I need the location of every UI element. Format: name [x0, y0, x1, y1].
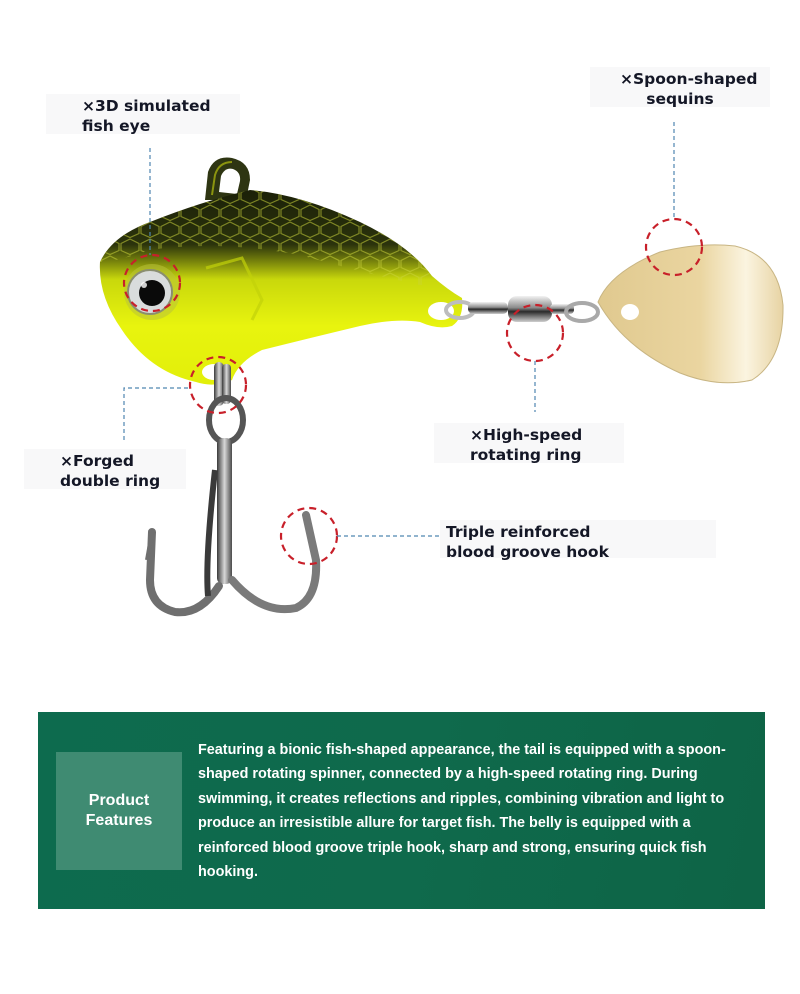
callout-spoon-sequins: ×Spoon-shaped sequins — [590, 67, 770, 108]
callout-hook-line1: Triple reinforced — [446, 523, 591, 541]
eye-highlight-circle — [122, 253, 182, 313]
callout-ring-line2: double ring — [60, 472, 161, 490]
spoon-blade — [597, 244, 784, 384]
callout-fish-eye-line2: fish eye — [82, 117, 151, 135]
callout-fish-eye: ×3D simulated fish eye — [46, 94, 240, 135]
callout-ring-line1: ×Forged — [60, 452, 134, 470]
ring-highlight-circle — [188, 355, 248, 415]
badge-line2: Features — [85, 812, 153, 829]
fish-eye — [124, 264, 180, 320]
leader-lines — [123, 122, 675, 537]
treble-hook — [145, 362, 321, 617]
callout-spoon-line1: ×Spoon-shaped — [620, 70, 758, 88]
product-features-description: Featuring a bionic fish-shaped appearanc… — [198, 742, 726, 881]
swivel-highlight-circle — [505, 303, 565, 363]
callout-hook-line2: blood groove hook — [446, 543, 609, 561]
callout-forged-ring: ×Forged double ring — [24, 449, 186, 490]
ring-leader-line — [123, 387, 190, 440]
product-features-badge: Product Features — [56, 752, 182, 870]
callout-swivel-line2: rotating ring — [470, 446, 582, 464]
callout-spoon-line2: sequins — [646, 90, 714, 108]
product-features-panel: Product Features Featuring a bionic fish… — [38, 712, 765, 909]
spoon-highlight-circle — [644, 217, 704, 277]
callout-fish-eye-line1: ×3D simulated — [82, 97, 211, 115]
lure-illustration — [99, 122, 784, 617]
swivel-assembly — [444, 296, 600, 323]
callout-swivel-line1: ×High-speed — [470, 426, 583, 444]
callout-rotating-ring: ×High-speed rotating ring — [434, 423, 624, 464]
badge-line1: Product — [88, 792, 150, 809]
line-tie-eyelet — [205, 157, 250, 200]
callout-hook: Triple reinforced blood groove hook — [440, 520, 716, 561]
